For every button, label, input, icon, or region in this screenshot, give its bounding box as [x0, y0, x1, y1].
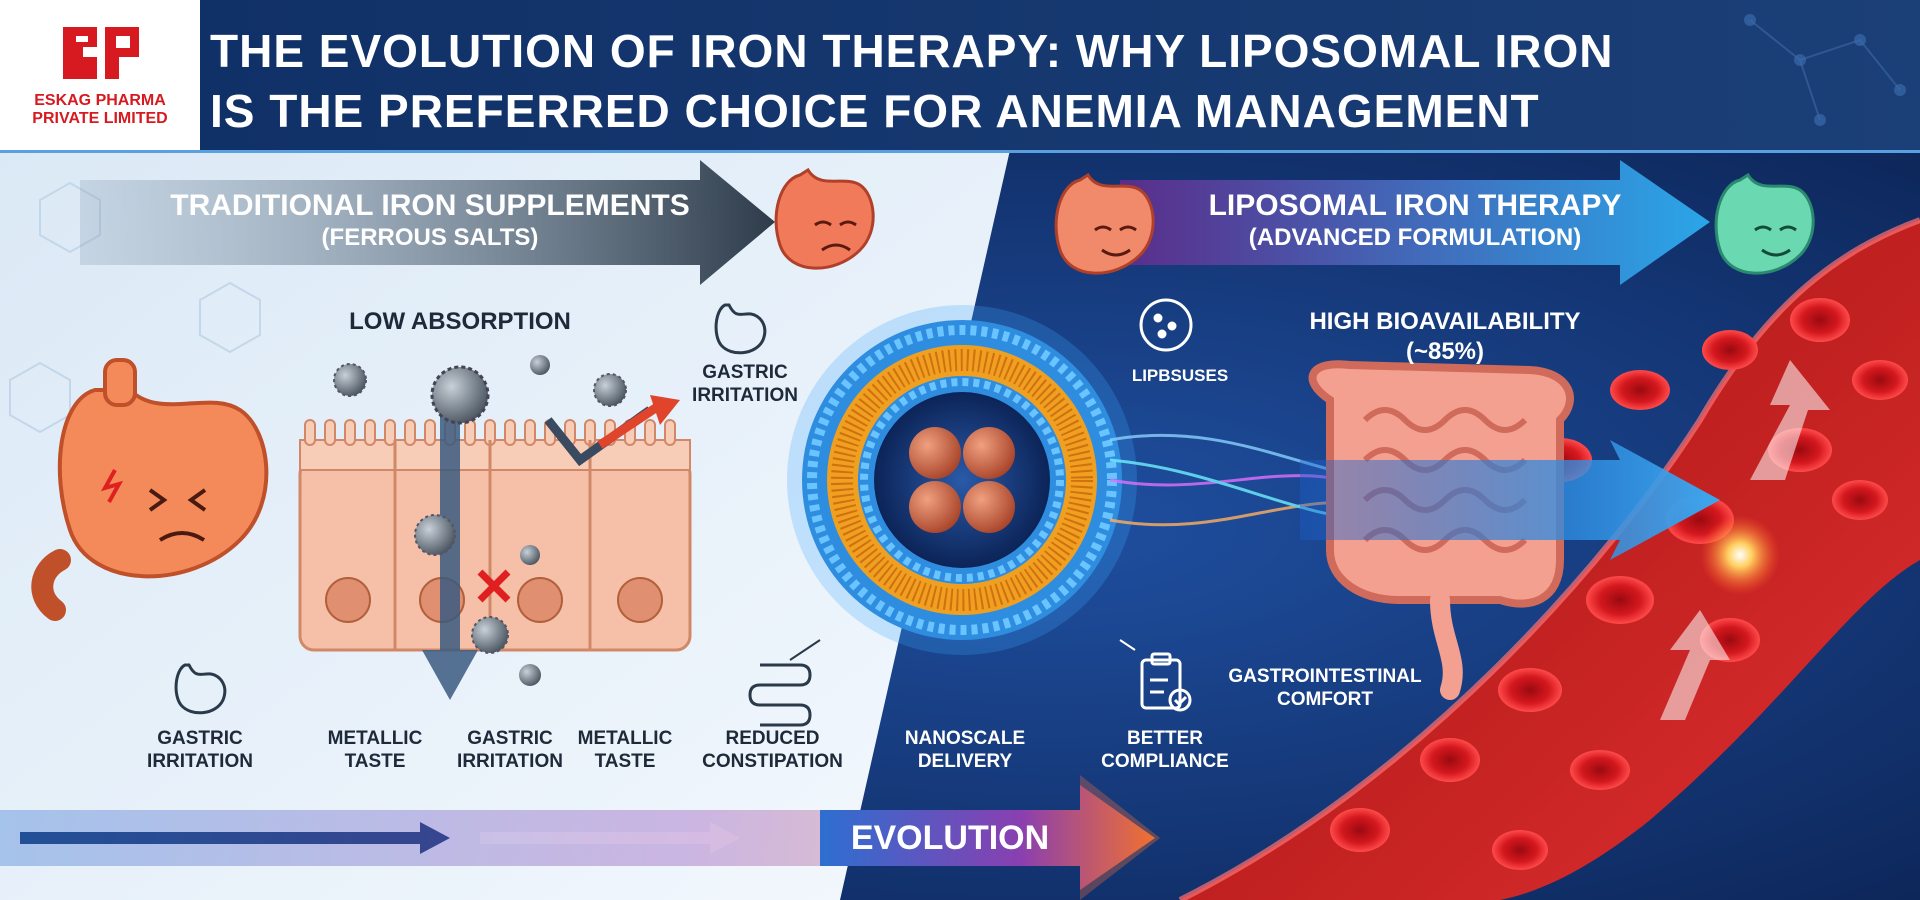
gastric-irritation-mid-label: GASTRIC IRRITATION: [457, 728, 563, 772]
intestinal-cells: [298, 419, 692, 652]
page-title: THE EVOLUTION OF IRON THERAPY: WHY LIPOS…: [210, 22, 1910, 142]
stomach-icon: [174, 663, 227, 715]
traditional-title: TRADITIONAL IRON SUPPLEMENTS: [170, 189, 690, 222]
stomach-happy-icon: [1714, 172, 1815, 275]
clipboard-check-icon: [1140, 652, 1192, 712]
gastric-irritation-left-label: GASTRIC IRRITATION: [147, 728, 253, 772]
red-blood-cells: [1330, 298, 1908, 870]
gastric-irritation-top-label: GASTRIC IRRITATION: [692, 362, 798, 406]
lipbsuses-label: LIPBSUSES: [1131, 366, 1229, 385]
molecule-circle-icon: [1139, 298, 1193, 352]
reduced-constipation-label: REDUCED CONSTIPATION: [702, 728, 843, 772]
intestine-icon: [748, 663, 812, 727]
title-line-2: IS THE PREFERRED CHOICE FOR ANEMIA MANAG…: [210, 84, 1540, 137]
gi-comfort-label: GASTROINTESTINAL COMFORT: [1228, 666, 1422, 710]
low-absorption-label: LOW ABSORPTION: [349, 308, 571, 335]
company-logo-mark: [63, 27, 139, 79]
metallic-taste-label-1: METALLIC TASTE: [327, 728, 423, 772]
nanoscale-delivery-label: NANOSCALE DELIVERY: [904, 728, 1026, 772]
stomach-happy-icon: [1054, 172, 1155, 275]
liposomal-title: LIPOSOMAL IRON THERAPY: [1208, 189, 1622, 222]
liposome: [787, 305, 1137, 655]
better-compliance-label: BETTER COMPLIANCE: [1101, 728, 1229, 772]
bioavailability-value: (~85%): [1405, 338, 1485, 365]
stomach-icon: [714, 303, 767, 355]
metallic-taste-label-2: METALLIC TASTE: [577, 728, 673, 772]
evolution-label: EVOLUTION: [850, 819, 1050, 857]
logo-box: [0, 0, 200, 150]
stomach-sad-icon: [31, 358, 269, 621]
title-line-1: THE EVOLUTION OF IRON THERAPY: WHY LIPOS…: [210, 25, 1614, 77]
liposomal-subtitle: (ADVANCED FORMULATION): [1248, 224, 1582, 251]
stomach-sad-icon: [774, 167, 875, 270]
company-name: ESKAG PHARMA PRIVATE LIMITED: [32, 92, 168, 128]
traditional-subtitle: (FERROUS SALTS): [321, 224, 539, 251]
iron-particles: [333, 355, 627, 686]
high-bioavailability-label: HIGH BIOAVAILABILITY: [1309, 308, 1581, 335]
